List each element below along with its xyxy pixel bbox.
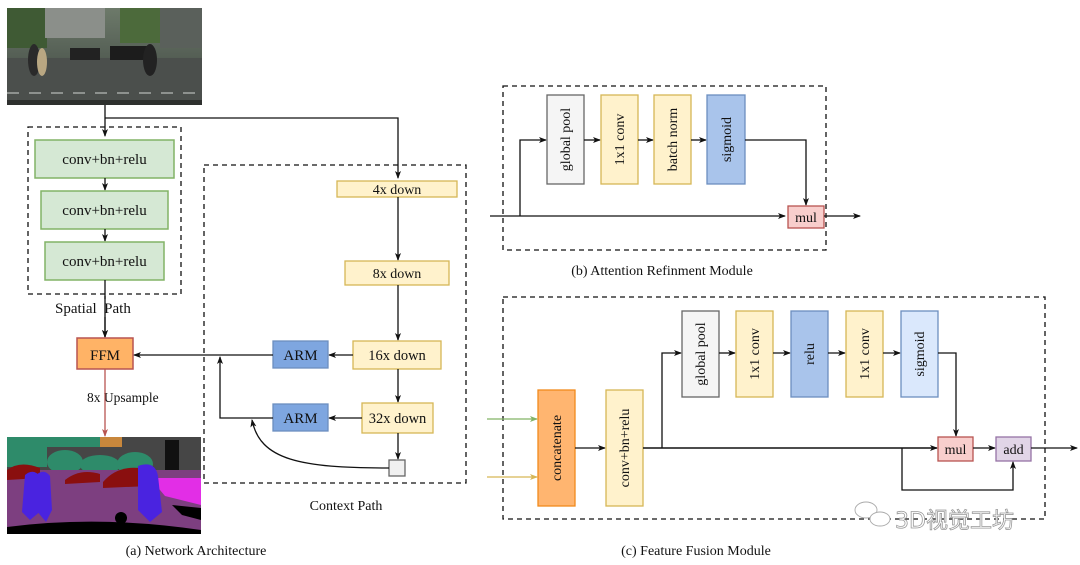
svg-text:global pool: global pool [694, 322, 709, 385]
ffm-module-frame [502, 296, 1046, 520]
watermark-text: 3D视觉工坊 [895, 509, 1014, 534]
svg-text:1x1 conv: 1x1 conv [613, 114, 628, 166]
ffm-conv-block: 1x1 conv [845, 310, 884, 398]
context-block-32x: 32x down [361, 402, 434, 434]
svg-text:16x down: 16x down [368, 348, 426, 364]
svg-text:32x down: 32x down [369, 411, 427, 427]
svg-text:mul: mul [945, 443, 967, 458]
upsample-label: 8x Upsample [87, 390, 159, 405]
svg-text:concatenate: concatenate [550, 415, 565, 481]
ffm-sigmoid-block: sigmoid [900, 310, 939, 398]
svg-text:mul: mul [795, 211, 817, 226]
svg-text:conv+bn+relu: conv+bn+relu [62, 152, 147, 168]
svg-text:ARM: ARM [283, 411, 317, 427]
svg-text:1x1 conv: 1x1 conv [858, 328, 873, 380]
svg-text:global pool: global pool [559, 108, 574, 171]
svg-text:batch norm: batch norm [666, 108, 681, 171]
svg-text:ARM: ARM [283, 348, 317, 364]
caption-a: (a) Network Architecture [126, 544, 267, 559]
context-block-8x: 8x down [344, 260, 450, 286]
spatial-path-block: conv+bn+relu [44, 241, 165, 281]
caption-c: (c) Feature Fusion Module [621, 544, 771, 559]
svg-text:relu: relu [803, 343, 818, 365]
concatenate-block: concatenate [537, 389, 576, 507]
svg-text:8x down: 8x down [373, 267, 422, 282]
arm-sigmoid-block: sigmoid [706, 94, 746, 185]
arm-block: ARM [272, 340, 329, 369]
arm-block: ARM [272, 403, 329, 432]
ffm-global-pool-block: global pool [681, 310, 720, 398]
ffm-relu-block: relu [790, 310, 829, 398]
svg-text:sigmoid: sigmoid [913, 331, 928, 376]
svg-text:4x down: 4x down [373, 183, 422, 198]
ffm-block: FFM [76, 337, 134, 370]
svg-text:1x1 conv: 1x1 conv [748, 328, 763, 380]
ffm-add-block: add [995, 436, 1032, 462]
context-block-4x: 4x down [336, 180, 458, 198]
arm-batchnorm-block: batch norm [653, 94, 692, 185]
svg-text:add: add [1003, 443, 1023, 458]
context-path-frame [203, 164, 467, 484]
wechat-icon [854, 501, 891, 527]
svg-text:FFM: FFM [90, 348, 120, 364]
ffm-conv-bn-relu-block: conv+bn+relu [605, 389, 644, 507]
svg-text:sigmoid: sigmoid [720, 117, 735, 162]
arm-conv-block: 1x1 conv [600, 94, 639, 185]
context-path-label: Context Path [310, 499, 383, 514]
arm-module-frame [502, 85, 827, 251]
svg-text:conv+bn+relu: conv+bn+relu [62, 203, 147, 219]
spatial-path-block: conv+bn+relu [40, 190, 169, 230]
ffm-mul-block: mul [937, 436, 974, 462]
ffm-conv-block: 1x1 conv [735, 310, 774, 398]
arm-global-pool-block: global pool [546, 94, 585, 185]
global-pool-node [388, 459, 406, 477]
svg-text:conv+bn+relu: conv+bn+relu [62, 254, 147, 270]
caption-b: (b) Attention Refinment Module [571, 264, 753, 279]
context-block-16x: 16x down [352, 340, 442, 370]
svg-text:conv+bn+relu: conv+bn+relu [618, 409, 633, 488]
segmentation-output-image [7, 437, 201, 534]
spatial-path-label: Spatial Path [55, 301, 131, 317]
arm-mul-block: mul [787, 205, 825, 229]
input-street-image [7, 8, 202, 105]
spatial-path-block: conv+bn+relu [34, 139, 175, 179]
